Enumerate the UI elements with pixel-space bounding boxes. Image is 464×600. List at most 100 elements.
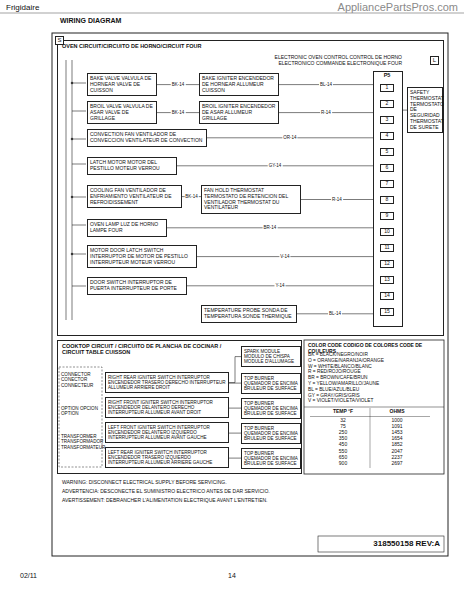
switch-box: RIGHT REAR IGNITER SWITCH INTERRUPTOR EN… — [105, 372, 229, 393]
table-cell: 1852 — [372, 442, 422, 448]
switch-box: LEFT FRONT IGNITER SWITCH INTERRUPTOR EN… — [105, 422, 229, 443]
connector-tag: S — [55, 36, 64, 45]
table-cell: 350 — [318, 436, 368, 442]
wire-label: BK-14 — [171, 82, 186, 87]
color-code: BL = BLUE/AZUL/BLEU — [308, 387, 440, 393]
supply-bus — [66, 60, 86, 320]
component-label: RIGHT FRONT IGNITER SWITCH INTERRUPTOR E… — [108, 400, 226, 415]
warning-note: WARNING: DISCONNECT ELECTRICAL SUPPLY BE… — [62, 480, 298, 486]
pin-number: 8 — [380, 196, 394, 204]
component-label: BROIL VALVE VALVULA DE ASAR VALVE DE GRI… — [90, 104, 154, 121]
table-cell: 1091 — [372, 424, 422, 430]
color-code: V = VIOLET/VIOLETA/VIOLET — [308, 398, 440, 404]
switch-box: MOTOR DOOR LATCH SWITCH INTERRUPTOR DE M… — [87, 245, 197, 268]
component-label: FAN HOLD THERMOSTAT TERMOSTATO DE RETENC… — [204, 188, 298, 211]
wire-label: BL-14 — [328, 311, 342, 316]
pin-number: 3 — [380, 116, 394, 124]
table-cell: 250 — [318, 430, 368, 436]
fan-box: CONVECTION FAN VENTILADOR DE CONVECCION … — [87, 129, 207, 147]
pin-number: 2 — [380, 100, 394, 108]
burner-box: TOP BURNER QUEMADOR DE ENCIMA BRULEUR DE… — [241, 398, 301, 419]
table-cell: 2237 — [372, 455, 422, 461]
color-code: BR = BROWN/CAFE/BRUN — [308, 375, 440, 381]
outer-frame — [52, 33, 448, 556]
table-header: TEMP °F — [318, 409, 368, 415]
igniter-box: BROIL IGNITER ENCENDEDOR DE ASAR ALLUMEU… — [199, 101, 279, 124]
component-label: COOLING FAN VENTILADOR DE ENFRIAMIENTO V… — [90, 188, 179, 205]
wire-label: OR-14 — [282, 135, 297, 140]
component-label: LEFT REAR IGNITER SWITCH INTERRUPTOR ENC… — [108, 450, 226, 465]
pin-number: 9 — [380, 212, 394, 220]
probe-box: TEMPERATURE PROBE SONDA DE TEMPERATURA S… — [201, 305, 297, 323]
table-cell: 450 — [318, 442, 368, 448]
color-code: Y = YELLOW/AMARILLO/JAUNE — [308, 381, 440, 387]
table-cell: 2047 — [372, 449, 422, 455]
lamp-box: OVEN LAMP LUZ DE HORNO LAMPE FOUR — [87, 219, 167, 237]
pin-number: 10 — [380, 228, 394, 236]
color-code: GY = GRAY/GRIS/GRIS — [308, 393, 440, 399]
pin-number: 14 — [380, 292, 394, 300]
wire-label: BK-14 — [184, 194, 199, 199]
table-cell: 1000 — [372, 418, 422, 424]
component-label: SPARK MODULE MODULO DE CHISPA MODULE D'A… — [244, 349, 298, 364]
panel-heading: OVEN CIRCUIT/CIRCUITO DE HORNO/CIRCUIT F… — [62, 43, 242, 49]
date-code: 02/11 — [20, 572, 60, 580]
thermostat-box: FAN HOLD THERMOSTAT TERMOSTATO DE RETENC… — [201, 185, 301, 214]
wire-label: BK-14 — [171, 110, 186, 115]
component-note: TRANSFORMER TRANSFORMADOR TRANSFORMATEUR — [61, 434, 101, 450]
wire-label: R-14 — [320, 110, 332, 115]
table-cell: 1654 — [372, 436, 422, 442]
fan-box: COOLING FAN VENTILADOR DE ENFRIAMIENTO V… — [87, 185, 182, 208]
wire-label: Y-14 — [274, 283, 285, 288]
watermark: AppliancePartsPros.com — [296, 1, 458, 14]
pin-number: 12 — [380, 260, 394, 268]
component-label: TEMPERATURE PROBE SONDA DE TEMPERATURA S… — [204, 308, 294, 320]
table-cell: 1453 — [372, 430, 422, 436]
page-number: 14 — [222, 572, 242, 580]
wire — [229, 357, 241, 383]
pin-number: 6 — [380, 164, 394, 172]
connector-tag: L — [430, 56, 439, 65]
component-label: TOP BURNER QUEMADOR DE ENCIMA BRULEUR DE… — [244, 451, 298, 466]
pin-number: 5 — [380, 148, 394, 156]
part-number-box — [318, 536, 444, 552]
wire-label: R-14 — [331, 197, 343, 202]
burner-box: TOP BURNER QUEMADOR DE ENCIMA BRULEUR DE… — [241, 448, 301, 469]
diagram-title: WIRING DIAGRAM — [60, 17, 121, 24]
component-label: MOTOR DOOR LATCH SWITCH INTERRUPTOR DE M… — [90, 248, 194, 265]
warning-note: AVERTISSEMENT: DEBRANCHER L'ALIMENTATION… — [62, 498, 298, 504]
brand-name: Frigidaire — [6, 3, 116, 12]
valve-box: BAKE VALVE VALVULA DE HORNEAR VALVE DE C… — [87, 73, 157, 96]
wire-label: BL-14 — [319, 82, 333, 87]
part-number: 318550158 REV:A — [322, 539, 440, 548]
wire — [229, 383, 241, 384]
wire — [229, 433, 241, 434]
module-box: SPARK MODULE MODULO DE CHISPA MODULE D'A… — [241, 346, 301, 367]
pin-number: 15 — [380, 308, 394, 316]
component-label: BAKE VALVE VALVULA DE HORNEAR VALVE DE C… — [90, 76, 154, 93]
color-code: O = ORANGE/NARANJA/ORANGE — [308, 358, 440, 364]
color-code: R = RED/ROJO/ROUGE — [308, 369, 440, 375]
thermostat-box: SAFETY THERMOSTAT TERMOSTATO DE SEGURIDA… — [407, 87, 443, 133]
pin-number: 1 — [380, 84, 394, 92]
component-label: TOP BURNER QUEMADOR DE ENCIMA BRULEUR DE… — [244, 376, 298, 391]
panel-heading: COOKTOP CIRCUIT / CIRCUITO DE PLANCHA DE… — [62, 343, 242, 356]
wire — [229, 408, 241, 409]
motor-box: LATCH MOTOR MOTOR DEL PESTILLO MOTEUR VE… — [87, 157, 177, 175]
component-label: RIGHT REAR IGNITER SWITCH INTERRUPTOR EN… — [108, 375, 226, 390]
table-cell: 75 — [318, 424, 368, 430]
wire-label: V-14 — [279, 254, 290, 259]
table-rule — [304, 407, 444, 408]
component-label: OVEN LAMP LUZ DE HORNO LAMPE FOUR — [90, 222, 164, 234]
table-rule — [370, 408, 371, 468]
component-label: LEFT FRONT IGNITER SWITCH INTERRUPTOR EN… — [108, 425, 226, 440]
valve-box: BROIL VALVE VALVULA DE ASAR VALVE DE GRI… — [87, 101, 157, 124]
warning-note: ADVERTENCIA: DESCONECTE EL SUMINISTRO EL… — [62, 489, 298, 495]
switch-box: DOOR SWITCH INTERRUPTOR DE PUERTA INTERR… — [87, 277, 187, 295]
pin-number: 11 — [380, 244, 394, 252]
legend-box — [304, 340, 444, 474]
wire-label: BR-14 — [263, 225, 278, 230]
component-label: BROIL IGNITER ENCENDEDOR DE ASAR ALLUMEU… — [202, 104, 276, 121]
component-label: CONVECTION FAN VENTILADOR DE CONVECCION … — [90, 132, 204, 144]
burner-box: TOP BURNER QUEMADOR DE ENCIMA BRULEUR DE… — [241, 423, 301, 444]
